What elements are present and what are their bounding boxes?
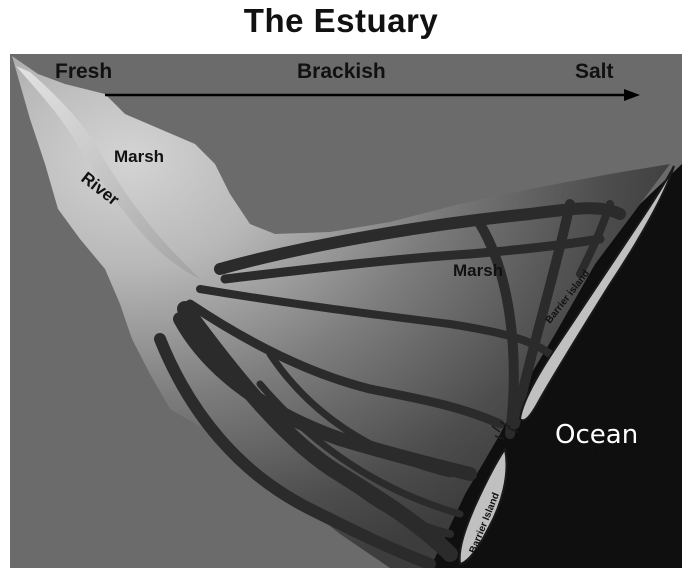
- marsh-upper-label: Marsh: [114, 147, 164, 166]
- marsh-lower-label: Marsh: [453, 261, 503, 280]
- estuary-diagram: Ocean Inlet Fresh Brackish Salt Marsh Ri…: [10, 54, 682, 568]
- salt-label: Salt: [575, 60, 614, 83]
- page-title: The Estuary: [0, 2, 682, 40]
- brackish-label: Brackish: [297, 60, 386, 83]
- ocean-label: Ocean: [555, 420, 638, 450]
- estuary-svg: Ocean Inlet Fresh Brackish Salt Marsh Ri…: [10, 54, 682, 568]
- ocean-faded-label: Ocean: [600, 318, 655, 338]
- fresh-label: Fresh: [55, 60, 112, 83]
